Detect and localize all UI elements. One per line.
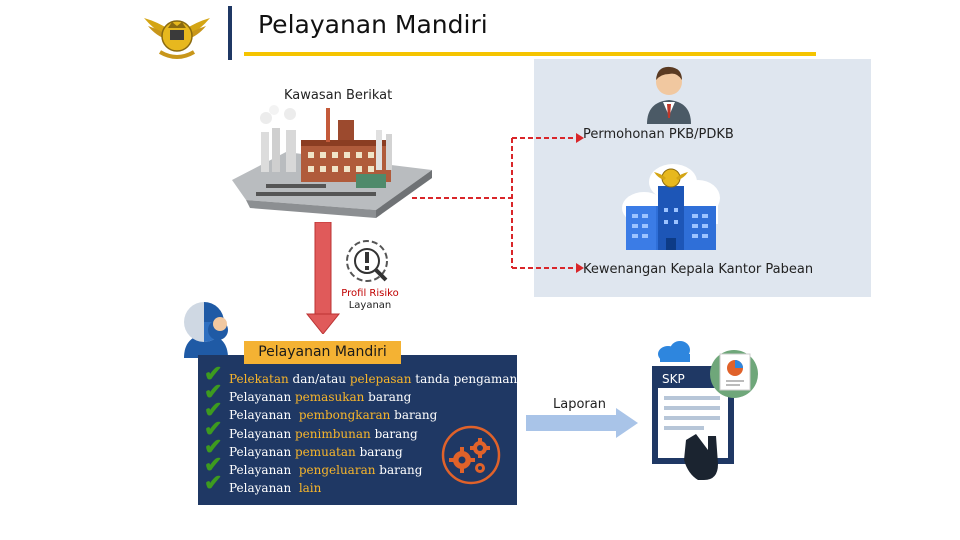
customs-emblem-logo — [140, 6, 214, 66]
plain-text: barang — [355, 444, 403, 459]
risk-profile-label: Profil Risiko Layanan — [320, 288, 420, 312]
list-item: Pelayanan pemasukan barang — [229, 388, 517, 406]
highlight-text: pemasukan — [295, 390, 365, 405]
checkmark-icon: ✔ — [204, 415, 223, 441]
profil-risiko-text: Profil Risiko — [341, 288, 399, 299]
highlight-text: pengeluaran — [298, 462, 376, 477]
layanan-text: Layanan — [348, 300, 392, 311]
highlight-text: Pelekatan — [229, 372, 289, 386]
risk-profile-icon — [340, 236, 396, 288]
laporan-label: Laporan — [553, 397, 606, 412]
plain-text: dan/atau — [288, 372, 350, 386]
page-title: Pelayanan Mandiri — [258, 10, 488, 39]
kewenangan-label: Kewenangan Kepala Kantor Pabean — [583, 262, 814, 277]
plain-text: barang — [364, 390, 412, 405]
user-analytics-icon — [178, 300, 234, 358]
checkmark-icon: ✔ — [204, 379, 223, 405]
list-item: Pelayanan pembongkaran barang — [229, 406, 517, 424]
skp-document-icon — [648, 340, 760, 490]
checkmark-icon: ✔ — [204, 451, 223, 477]
kawasan-berikat-label: Kawasan Berikat — [284, 88, 393, 103]
pelayanan-mandiri-tab: Pelayanan Mandiri — [244, 341, 401, 364]
list-item: Pelayanan penimbunan barang — [229, 425, 517, 443]
service-list: Pelekatan dan/atau pelepasan tanda penga… — [229, 370, 517, 497]
highlight-text: pembongkaran — [298, 408, 391, 423]
officer-avatar-icon — [643, 62, 695, 126]
checkmark-icon: ✔ — [204, 361, 223, 386]
highlight-text: pemuatan — [295, 444, 356, 459]
customs-office-building-icon — [618, 158, 724, 254]
factory-icon — [226, 100, 436, 222]
skp-label: SKP — [662, 372, 685, 386]
list-item: Pelekatan dan/atau pelepasan tanda penga… — [229, 370, 517, 388]
highlight-text: lain — [298, 481, 322, 496]
plain-text: Pelayanan — [229, 426, 295, 441]
plain-text: barang — [375, 462, 423, 477]
checkmark-column: ✔ ✔ ✔ ✔ ✔ ✔ ✔ — [204, 361, 223, 496]
list-item: Pelayanan pengeluaran barang — [229, 461, 517, 479]
plain-text: Pelayanan — [229, 390, 295, 405]
authority-panel — [534, 59, 871, 297]
header-divider — [228, 6, 232, 60]
highlight-text: pelepasan — [349, 372, 412, 386]
plain-text: barang — [370, 426, 418, 441]
pelayanan-mandiri-box — [198, 355, 517, 505]
plain-text: Pelayanan — [229, 462, 299, 477]
permohonan-label: Permohonan PKB/PDKB — [583, 127, 734, 142]
dashed-connectors — [412, 128, 584, 274]
plain-text: Pelayanan — [229, 481, 299, 496]
gears-icon — [440, 424, 502, 486]
plain-text: Pelayanan — [229, 444, 295, 459]
list-item: Pelayanan lain — [229, 479, 517, 497]
title-underline — [244, 52, 816, 56]
plain-text: barang — [390, 408, 438, 423]
list-item: Pelayanan pemuatan barang — [229, 443, 517, 461]
plain-text: tanda pengaman — [411, 372, 518, 386]
checkmark-icon: ✔ — [204, 470, 223, 496]
checkmark-icon: ✔ — [204, 433, 223, 459]
down-arrow — [305, 221, 341, 335]
laporan-arrow — [526, 408, 638, 438]
plain-text: Pelayanan — [229, 408, 299, 423]
highlight-text: penimbunan — [295, 426, 371, 441]
checkmark-icon: ✔ — [204, 397, 223, 423]
